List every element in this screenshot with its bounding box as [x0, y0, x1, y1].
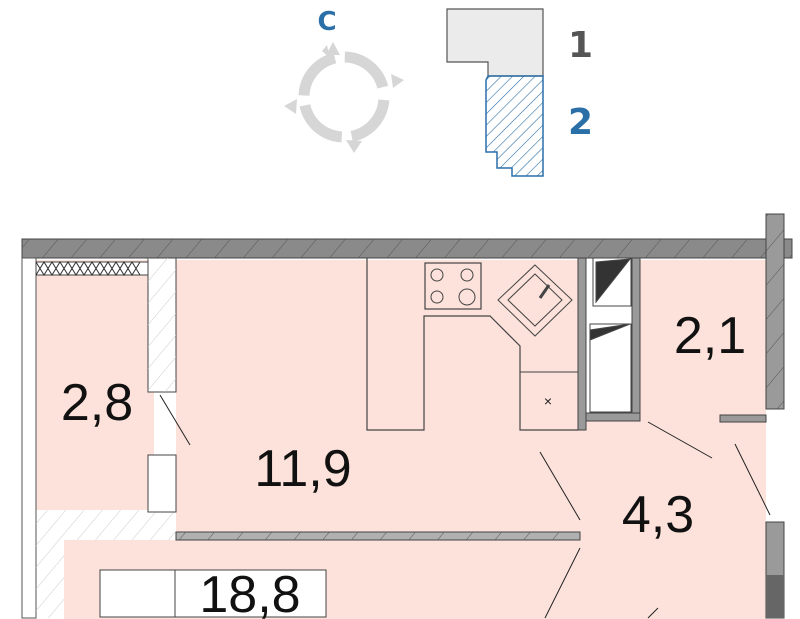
room-area-loggia: 2,8: [61, 374, 133, 432]
room-area-bathroom: 2,1: [674, 307, 746, 365]
compass-icon: [284, 42, 404, 153]
dishwasher: [519, 371, 579, 431]
dishwasher-mark-icon: ×: [544, 393, 552, 409]
compass-north-label: С: [317, 7, 336, 37]
legend-label-2: 2: [568, 102, 593, 143]
door-swings: [159, 394, 771, 619]
room-fills: [36, 260, 766, 619]
room-area-kitchen-living: 11,9: [254, 440, 351, 498]
room-area-bedroom: 18,8: [199, 566, 300, 619]
bedroom-label-box: [99, 569, 327, 618]
legend-label-1: 1: [568, 25, 593, 66]
floor-legend-icon: [446, 8, 544, 177]
stove-icon: [430, 268, 476, 306]
room-area-hallway: 4,3: [622, 486, 694, 544]
sink-icon: [497, 264, 573, 337]
walls: [21, 213, 793, 619]
bathroom-fixtures: [589, 257, 632, 413]
